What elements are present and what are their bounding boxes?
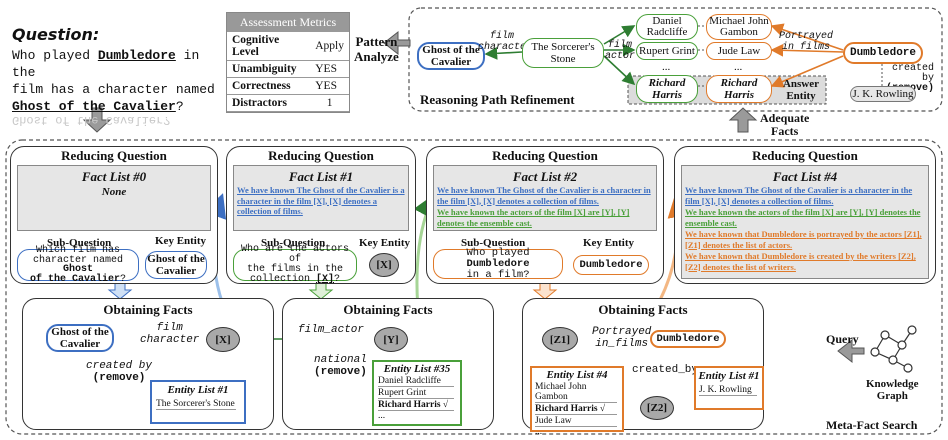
of2-entity-list: Entity List #35 Daniel Radcliffe Rupert … bbox=[372, 360, 462, 426]
of3-portrayed-label: Portrayed in_films bbox=[592, 326, 652, 350]
refine-actor-1: Daniel Radcliffe bbox=[636, 14, 698, 40]
refine-dumbledore-node: Dumbledore bbox=[843, 42, 923, 64]
refine-sorcerer-node: The Sorcerer's Stone bbox=[522, 38, 604, 68]
sub-question-box: Which film has character named Ghost of … bbox=[17, 246, 139, 284]
fact-list-0: Fact List #0 None bbox=[17, 165, 211, 231]
refine-actor-richard: Richard Harris bbox=[636, 75, 698, 103]
refine-ghost-node: Ghost of the Cavalier bbox=[417, 42, 485, 70]
refine-rowling-node: J. K. Rowling bbox=[850, 86, 916, 102]
of2-national-label: national (remove) bbox=[314, 354, 367, 378]
adequate-facts-label: Adequate Facts bbox=[760, 111, 810, 138]
key-entity-label: Key Entity bbox=[583, 237, 635, 249]
key-entity-label: Key Entity bbox=[155, 235, 207, 247]
refine-film-actor-label: film actor bbox=[605, 40, 636, 62]
of2-film-actor-label: film_actor bbox=[298, 324, 365, 336]
question-entity-ghost: Ghost of the Cavalier bbox=[12, 99, 176, 114]
of1-created-by-label: created by (remove) bbox=[86, 360, 153, 384]
of3-dumbledore-node: Dumbledore bbox=[650, 330, 726, 348]
meta-fact-search-label: Meta-Fact Search bbox=[826, 418, 918, 432]
key-entity-x-node: [X] bbox=[369, 253, 399, 277]
question-line-1: Who played Dumbledore in the bbox=[12, 48, 200, 80]
fact-list-4: Fact List #4 We have known The Ghost of … bbox=[681, 165, 929, 279]
of3-z2-node: [Z2] bbox=[640, 396, 674, 420]
of1-film-character-label: film character bbox=[140, 322, 200, 346]
of3-z1-node: [Z1] bbox=[542, 327, 578, 352]
knowledge-graph-label: Knowledge Graph bbox=[866, 378, 919, 402]
question-line-2: film has a character named bbox=[12, 82, 215, 97]
reducing-panel-4: Reducing Question Fact List #4 We have k… bbox=[674, 146, 936, 284]
metrics-header: Assessment Metrics bbox=[227, 13, 349, 32]
refine-actor-ellipsis: ... bbox=[662, 61, 671, 73]
question-block: Question: Who played Dumbledore in the f… bbox=[12, 26, 224, 127]
sub-question-label: Sub-Question bbox=[47, 237, 112, 249]
refine-char-2: Jude Law bbox=[706, 42, 772, 60]
panel-title: Obtaining Facts bbox=[343, 302, 433, 317]
of1-x-node: [X] bbox=[206, 327, 240, 352]
refine-portrayed-label: Portrayed in films bbox=[778, 31, 833, 53]
of3-created-by-label: created_by bbox=[632, 364, 699, 376]
key-entity-box: Dumbledore bbox=[573, 255, 649, 275]
reducing-panel-2: Reducing Question Fact List #2 We have k… bbox=[426, 146, 664, 284]
sub-question-label: Sub-Question bbox=[461, 237, 526, 249]
panel-title: Reducing Question bbox=[492, 148, 598, 163]
refine-actor-2: Rupert Grint bbox=[636, 42, 698, 60]
fact-list-2: Fact List #2 We have known The Ghost of … bbox=[433, 165, 657, 231]
panel-title: Reducing Question bbox=[61, 148, 167, 163]
refine-answer-entity-label: Answer Entity bbox=[782, 78, 820, 102]
sub-question-box: Who played Dumbledore in a film? bbox=[433, 247, 563, 280]
of3-entity-list-4: Entity List #4 Michael John Gambon Richa… bbox=[530, 366, 624, 437]
question-label: Question: bbox=[12, 25, 100, 44]
panel-title: Obtaining Facts bbox=[598, 302, 688, 317]
query-label: Query bbox=[826, 332, 859, 346]
sub-question-box: Who are the actors of the films in the c… bbox=[233, 245, 357, 285]
of2-y-node: [Y] bbox=[374, 327, 408, 352]
question-line-3: Ghost of the Cavalier? bbox=[12, 99, 184, 114]
of3-entity-list-1: Entity List #1 J. K. Rowling bbox=[694, 366, 764, 410]
reducing-panel-0: Reducing Question Fact List #0 None Sub-… bbox=[10, 146, 218, 284]
refine-film-character-label: film character bbox=[478, 31, 533, 53]
panel-title: Obtaining Facts bbox=[103, 302, 193, 317]
reducing-panel-1: Reducing Question Fact List #1 We have k… bbox=[226, 146, 416, 285]
key-entity-label: Key Entity bbox=[359, 237, 411, 249]
pattern-analyze-label: Pattern Analyze bbox=[354, 34, 399, 64]
question-entity-dumbledore: Dumbledore bbox=[97, 48, 176, 63]
panel-title: Reducing Question bbox=[268, 148, 374, 163]
question-reflection: Ghost of the Cavalier? bbox=[12, 115, 171, 127]
refine-char-1: Michael John Gambon bbox=[706, 14, 772, 40]
of1-entity-list: Entity List #1 The Sorcerer's Stone bbox=[150, 380, 246, 424]
refine-char-ellipsis: ... bbox=[734, 61, 743, 73]
sub-question-label: Sub-Question bbox=[261, 237, 326, 249]
fact-list-1: Fact List #1 We have known The Ghost of … bbox=[233, 165, 409, 231]
panel-title: Reducing Question bbox=[752, 148, 858, 163]
knowledge-graph-icon bbox=[870, 325, 917, 373]
of1-ghost-node: Ghost of the Cavalier bbox=[46, 324, 114, 352]
refinement-title: Reasoning Path Refinement bbox=[420, 92, 575, 107]
key-entity-box: Ghost of the Cavalier bbox=[145, 251, 207, 279]
refine-char-richard: Richard Harris bbox=[706, 75, 772, 103]
